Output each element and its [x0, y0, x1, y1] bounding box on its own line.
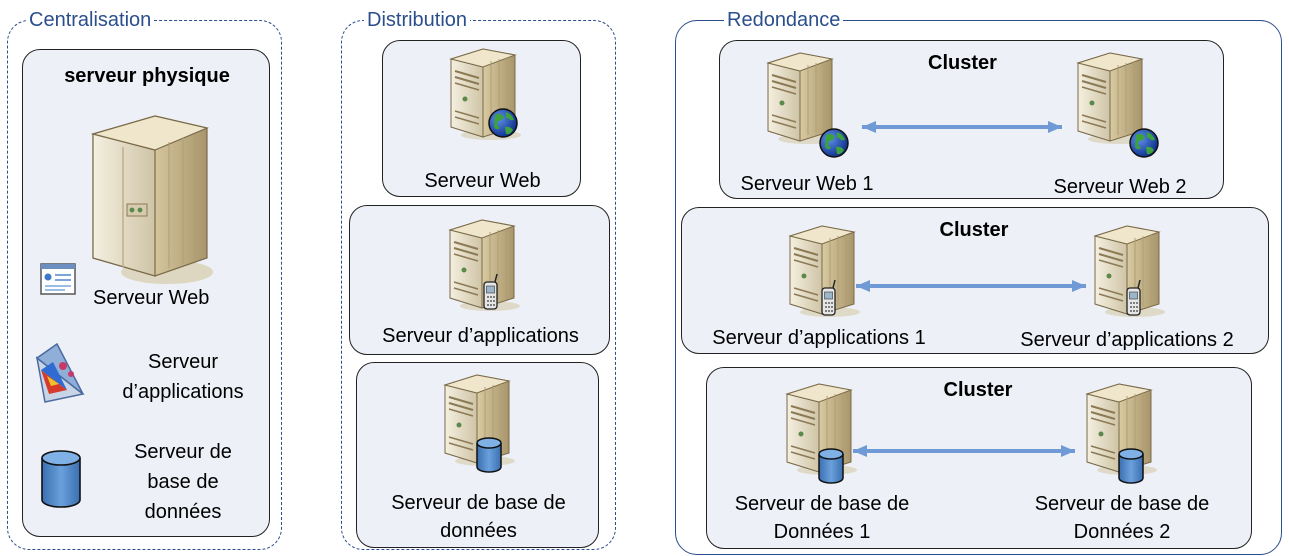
dist-web-server-label: Serveur Web [424, 170, 541, 192]
db-server-1-label-line1: Serveur de base de [734, 493, 910, 515]
db-server-1-label-line2: Données 1 [773, 521, 871, 543]
bidirectional-arrow-icon [853, 445, 1075, 457]
web-page-icon [39, 262, 79, 298]
distribution-group: Distribution [341, 9, 616, 550]
cluster-title: Cluster [943, 379, 1013, 401]
server-icon [1070, 51, 1159, 158]
central-db-server-label-line2: base de [147, 471, 219, 493]
cluster-db: Cluster Serveur de base de Données 1 Ser… [706, 367, 1252, 549]
db-server-2-label-line2: Données 2 [1073, 521, 1171, 543]
dist-db-server-box: Serveur de base de données [356, 362, 599, 548]
redondance-group: Redondance [675, 9, 1282, 555]
server-icon [782, 224, 862, 324]
central-app-server-label-line1: Serveur [147, 351, 219, 373]
physical-server-box: serveur physique Serveur Web [22, 49, 270, 537]
dist-web-server-box: Serveur Web [382, 40, 581, 197]
bidirectional-arrow-icon [860, 119, 1064, 135]
cluster-title: Cluster [939, 219, 1009, 241]
dist-app-server-box: Serveur d’applications [349, 205, 610, 355]
server-icon [437, 373, 517, 473]
tower-server-icon [85, 112, 215, 287]
prism-icon [27, 340, 97, 410]
web-server-1-label: Serveur Web 1 [740, 173, 874, 195]
server-icon [443, 47, 523, 147]
app-server-2-label: Serveur d’applications 2 [1020, 329, 1234, 351]
server-icon [1087, 224, 1167, 324]
server-icon [1079, 382, 1159, 484]
centralisation-group: Centralisation [7, 9, 282, 550]
cluster-title: Cluster [928, 52, 997, 74]
central-web-server-label: Serveur Web [93, 287, 210, 309]
app-server-1-label: Serveur d’applications 1 [712, 327, 926, 349]
db-server-2-label-line1: Serveur de base de [1034, 493, 1210, 515]
dist-db-server-label-line1: Serveur de base de [391, 492, 566, 514]
cluster-app: Cluster Serveur d’applications 1 Serveur… [681, 207, 1269, 354]
centralisation-title: Centralisation [26, 9, 155, 31]
dist-app-server-label: Serveur d’applications [382, 325, 579, 347]
bidirectional-arrow-icon [856, 280, 1086, 292]
dist-db-server-label-line2: données [440, 520, 517, 542]
server-icon [779, 382, 859, 484]
server-icon [442, 218, 522, 318]
central-db-server-label-line3: données [144, 501, 222, 523]
redondance-title: Redondance [724, 9, 844, 31]
web-server-2-label: Serveur Web 2 [1053, 176, 1187, 198]
database-icon [39, 450, 83, 510]
distribution-title: Distribution [364, 9, 471, 31]
central-app-server-label-line2: d’applications [122, 381, 244, 403]
central-db-server-label-line1: Serveur de [134, 441, 232, 463]
server-icon [760, 51, 849, 158]
cluster-web: Cluster Serveur Web 1 Serveur Web 2 [719, 40, 1224, 199]
physical-server-title: serveur physique [64, 65, 230, 87]
